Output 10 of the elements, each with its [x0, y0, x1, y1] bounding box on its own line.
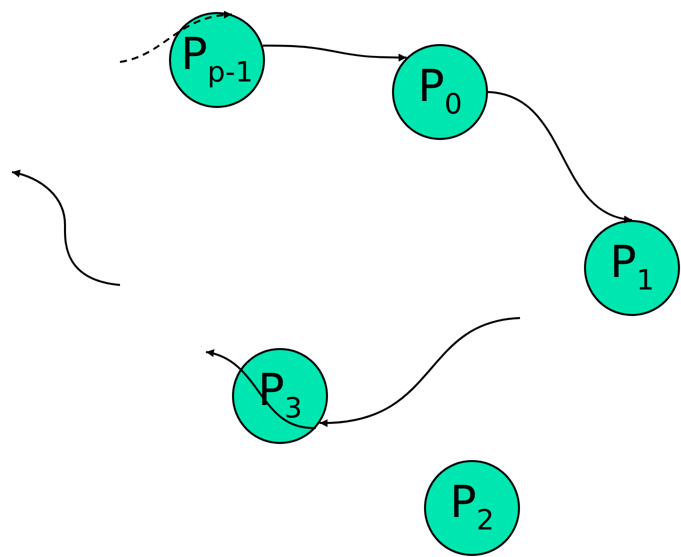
process-label: P$_{2}$: [450, 481, 494, 535]
arrow: [120, 11, 232, 63]
process-label: P$_{3}$: [258, 369, 302, 423]
arrow: [206, 350, 316, 429]
arrow: [262, 44, 407, 62]
arrow: [320, 317, 520, 427]
process-label: P$_{0}$: [418, 65, 462, 119]
process-label: P$_{p-1}$: [180, 33, 254, 87]
process-label: P$_{1}$: [610, 241, 654, 295]
arrow: [488, 91, 632, 222]
